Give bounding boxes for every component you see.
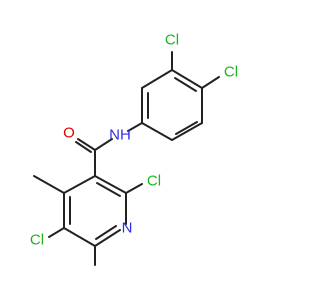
bond — [94, 138, 113, 151]
atom-label-cl-top: Cl — [165, 32, 179, 49]
atom-label-o: O — [63, 125, 75, 142]
bond — [63, 175, 96, 194]
bond — [94, 175, 127, 194]
bond — [125, 183, 143, 194]
bond — [33, 175, 65, 194]
molecule-structure: Cl Cl NH O Cl N Cl — [30, 32, 238, 266]
atom-label-cl-right: Cl — [224, 64, 238, 81]
bond — [201, 76, 220, 89]
bond — [96, 182, 121, 197]
atom-label-n-ring: N — [122, 220, 133, 237]
atom-label-cl-pyridine: Cl — [147, 173, 161, 190]
bond — [141, 69, 173, 89]
bond — [94, 229, 121, 247]
bond — [127, 122, 143, 132]
bond — [174, 77, 197, 92]
bond — [95, 225, 117, 240]
bond — [63, 227, 96, 247]
dichlorophenyl-ring — [141, 69, 203, 141]
bond — [171, 69, 203, 89]
bond — [48, 227, 65, 238]
bond — [75, 141, 92, 153]
bond — [175, 121, 198, 135]
atom-label-cl-left: Cl — [30, 232, 44, 249]
bond — [141, 122, 173, 141]
bond — [77, 138, 96, 151]
atom-label-nh: NH — [109, 127, 131, 144]
pyridine-ring — [63, 175, 127, 247]
bond — [171, 122, 203, 141]
